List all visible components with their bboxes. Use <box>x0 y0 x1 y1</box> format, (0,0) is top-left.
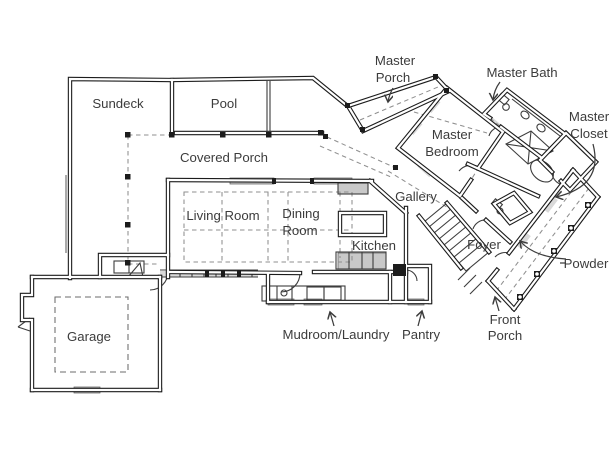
wall-core <box>445 201 491 254</box>
room-label-front-porch-2: Porch <box>488 328 522 343</box>
master-bath-arrow <box>493 81 501 100</box>
room-label-sundeck: Sundeck <box>92 96 144 111</box>
wall-core <box>396 86 505 198</box>
room-label-master-porch-2: Porch <box>376 70 410 85</box>
porch-posts <box>125 74 591 300</box>
wall <box>97 252 171 280</box>
room-label-master-closet-2: Closet <box>570 126 608 141</box>
room-label-living-room: Living Room <box>186 208 259 223</box>
room-label-master-bath: Master Bath <box>486 65 557 80</box>
room-label-front-porch-1: Front <box>490 312 521 327</box>
wall-core <box>68 77 174 280</box>
room-label-master-porch-1: Master <box>375 53 416 68</box>
front-porch-arrow <box>495 297 499 312</box>
wall-core <box>417 214 463 270</box>
wall-core <box>168 270 302 275</box>
wall <box>403 263 433 305</box>
room-label-master-closet-1: Master <box>569 109 610 124</box>
wall-core <box>338 211 387 237</box>
wall <box>490 190 534 226</box>
wall-core <box>486 168 575 283</box>
room-label-master-bedroom-1: Master <box>432 127 473 142</box>
wall-core <box>492 191 532 225</box>
garage-bay-dash <box>54 296 129 373</box>
mudroom-arrow <box>330 312 334 327</box>
room-label-kitchen: Kitchen <box>352 238 396 253</box>
wall-core <box>466 162 540 198</box>
wall-core <box>538 131 598 192</box>
master-porch-arrow <box>388 87 394 102</box>
pantry-arrow <box>418 311 422 327</box>
powder-arrow <box>520 241 567 260</box>
room-label-master-bedroom-2: Bedroom <box>425 144 479 159</box>
master-closet-arrow <box>556 143 596 197</box>
wall-core <box>460 196 512 244</box>
room-label-pantry: Pantry <box>402 327 441 342</box>
walls-core-layer <box>20 75 600 392</box>
front-porch-columns <box>517 202 591 300</box>
room-label-covered-porch: Covered Porch <box>180 150 268 165</box>
dashed-lines <box>54 86 590 373</box>
wall-core <box>368 179 408 215</box>
wall-core <box>166 178 374 183</box>
room-label-pool: Pool <box>211 96 237 111</box>
wall-core <box>20 275 34 392</box>
wall-core <box>170 76 347 106</box>
wall <box>337 210 388 238</box>
room-label-powder: Powder <box>564 256 609 271</box>
room-label-mudroom-laundry: Mudroom/Laundry <box>282 327 389 342</box>
room-label-dining-room-2: Room <box>282 223 317 238</box>
wall-core <box>482 88 567 160</box>
wall-core <box>486 279 516 311</box>
wall-core <box>98 253 170 279</box>
label-arrows <box>330 81 596 327</box>
wall <box>394 84 506 200</box>
room-label-garage: Garage <box>67 329 111 344</box>
wall-core <box>404 264 432 304</box>
room-label-foyer: Foyer <box>467 237 501 252</box>
room-label-dining-room-1: Dining <box>282 206 319 221</box>
room-label-gallery: Gallery <box>395 189 437 204</box>
